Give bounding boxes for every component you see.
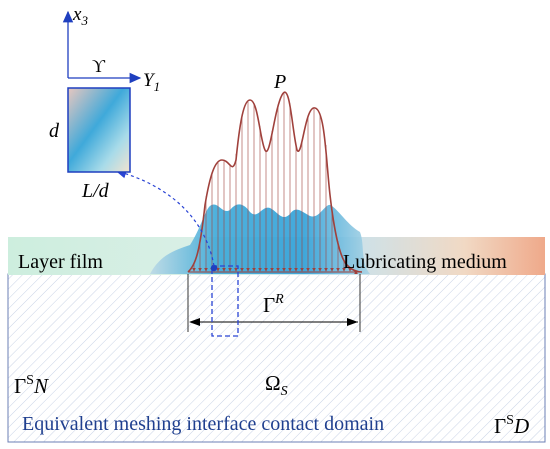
layer-film-label: Layer film	[18, 251, 103, 273]
load-label: P	[273, 71, 286, 93]
contact-point	[210, 264, 218, 272]
gamma-sn-label: ΓSN	[14, 373, 49, 398]
pressure-arrows	[192, 93, 358, 274]
cell-height-label: d	[49, 120, 60, 142]
lubricating-medium-label: Lubricating medium	[343, 251, 507, 273]
horizontal-axis-label: Y1	[143, 70, 160, 94]
unit-cell-box	[67, 87, 131, 173]
cell-width-label: L/d	[81, 180, 110, 202]
domain-label: Equivalent meshing interface contact dom…	[22, 413, 384, 435]
pressure-curve	[187, 91, 363, 273]
gamma-sd-label: ΓSD	[494, 413, 529, 438]
dashed-unit-cell	[211, 265, 239, 337]
vertical-axis-label: x3	[72, 4, 88, 28]
omega-s-label: ΩS	[265, 371, 288, 399]
solid-domain	[7, 273, 546, 443]
gamma-r-label: ΓR	[263, 292, 284, 317]
upsilon-symbol: ϒ	[92, 56, 106, 76]
